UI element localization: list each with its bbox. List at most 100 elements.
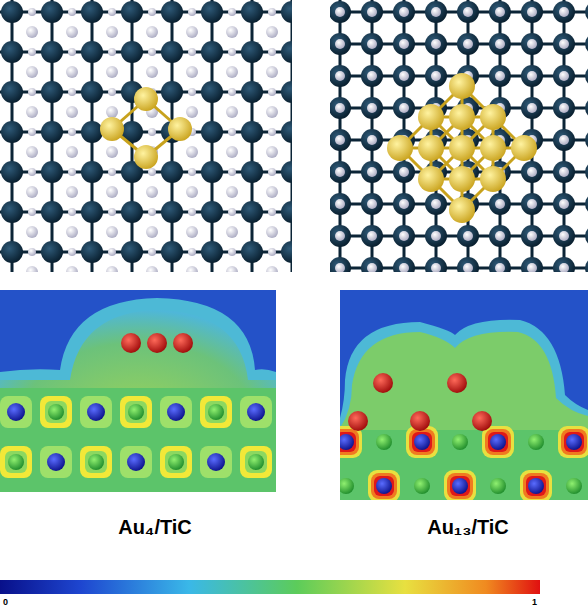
ti-atom bbox=[330, 161, 351, 183]
density-square bbox=[412, 432, 432, 452]
ti-atom bbox=[521, 193, 543, 215]
density-square bbox=[120, 396, 152, 428]
ti-atom bbox=[425, 33, 447, 55]
c-atom bbox=[26, 26, 38, 38]
ti-atom bbox=[1, 161, 23, 183]
c-atom bbox=[26, 106, 38, 118]
au-atom bbox=[480, 135, 506, 161]
c-atom bbox=[367, 263, 377, 272]
au-atom bbox=[373, 373, 393, 393]
c-atom bbox=[68, 128, 76, 136]
c-atom bbox=[452, 434, 468, 450]
ti-atom bbox=[47, 453, 65, 471]
density-square bbox=[45, 401, 67, 423]
au-atom bbox=[472, 411, 492, 431]
ti-atom bbox=[553, 1, 575, 23]
ti-atom bbox=[425, 1, 447, 23]
density-square bbox=[85, 451, 107, 473]
ti-atom bbox=[521, 33, 543, 55]
density-square bbox=[558, 426, 588, 458]
density-square bbox=[200, 396, 232, 428]
c-atom bbox=[106, 66, 118, 78]
color-scale-bar bbox=[0, 580, 540, 594]
c-atom bbox=[399, 7, 409, 17]
c-atom bbox=[268, 168, 276, 176]
c-atom bbox=[128, 404, 144, 420]
c-atom bbox=[266, 106, 278, 118]
au-atom bbox=[173, 333, 193, 353]
ti-atom bbox=[585, 97, 588, 119]
ti-atom bbox=[425, 193, 447, 215]
c-atom bbox=[367, 71, 377, 81]
ti-atom bbox=[241, 201, 263, 223]
c-atom bbox=[463, 39, 473, 49]
density-square bbox=[165, 451, 187, 473]
ti-atom bbox=[489, 193, 511, 215]
ti-atom bbox=[489, 225, 511, 247]
ti-atom bbox=[201, 1, 223, 23]
c-atom bbox=[68, 88, 76, 96]
ti-atom bbox=[521, 161, 543, 183]
au-atom bbox=[147, 333, 167, 353]
ti-atom bbox=[376, 478, 392, 494]
density-square bbox=[160, 446, 192, 478]
c-atom bbox=[226, 186, 238, 198]
c-atom bbox=[527, 39, 537, 49]
c-atom bbox=[28, 48, 36, 56]
density-square bbox=[520, 470, 552, 500]
c-atom bbox=[148, 208, 156, 216]
c-atom bbox=[146, 186, 158, 198]
c-atom bbox=[66, 186, 78, 198]
ti-atom bbox=[81, 121, 103, 143]
ti-atom bbox=[41, 41, 63, 63]
c-atom bbox=[527, 231, 537, 241]
ti-atom bbox=[585, 193, 588, 215]
ti-atom bbox=[521, 257, 543, 272]
density-square bbox=[488, 432, 508, 452]
ti-atom bbox=[553, 33, 575, 55]
ti-atom bbox=[247, 403, 265, 421]
c-atom bbox=[186, 26, 198, 38]
c-atom bbox=[108, 88, 116, 96]
density-square bbox=[447, 473, 473, 499]
c-atom bbox=[495, 263, 505, 272]
ti-atom bbox=[425, 225, 447, 247]
ti-atom bbox=[457, 225, 479, 247]
density-square bbox=[374, 476, 394, 496]
density-square bbox=[40, 396, 72, 428]
c-atom bbox=[463, 263, 473, 272]
c-atom bbox=[146, 266, 158, 272]
ti-atom bbox=[361, 193, 383, 215]
c-atom bbox=[226, 26, 238, 38]
ti-atom bbox=[330, 65, 351, 87]
c-atom bbox=[108, 248, 116, 256]
ti-atom bbox=[330, 193, 351, 215]
ti-atom bbox=[566, 434, 582, 450]
ti-atom bbox=[553, 65, 575, 87]
c-atom bbox=[335, 135, 345, 145]
c-atom bbox=[88, 454, 104, 470]
c-atom bbox=[559, 39, 569, 49]
c-atom bbox=[68, 168, 76, 176]
ti-atom bbox=[393, 225, 415, 247]
c-atom bbox=[148, 8, 156, 16]
c-atom bbox=[188, 208, 196, 216]
c-atom bbox=[340, 478, 354, 494]
density-square bbox=[523, 473, 549, 499]
c-atom bbox=[335, 231, 345, 241]
c-atom bbox=[335, 7, 345, 17]
scale-max: 1 bbox=[532, 597, 537, 607]
c-atom bbox=[26, 266, 38, 272]
c-atom bbox=[559, 231, 569, 241]
ti-atom bbox=[41, 81, 63, 103]
ti-atom bbox=[393, 257, 415, 272]
au-atom bbox=[134, 87, 158, 111]
c-atom bbox=[186, 66, 198, 78]
density-square bbox=[0, 446, 32, 478]
c-atom bbox=[68, 208, 76, 216]
c-atom bbox=[266, 26, 278, 38]
c-atom bbox=[186, 146, 198, 158]
ti-atom bbox=[81, 81, 103, 103]
c-atom bbox=[495, 7, 505, 17]
c-atom bbox=[226, 266, 238, 272]
